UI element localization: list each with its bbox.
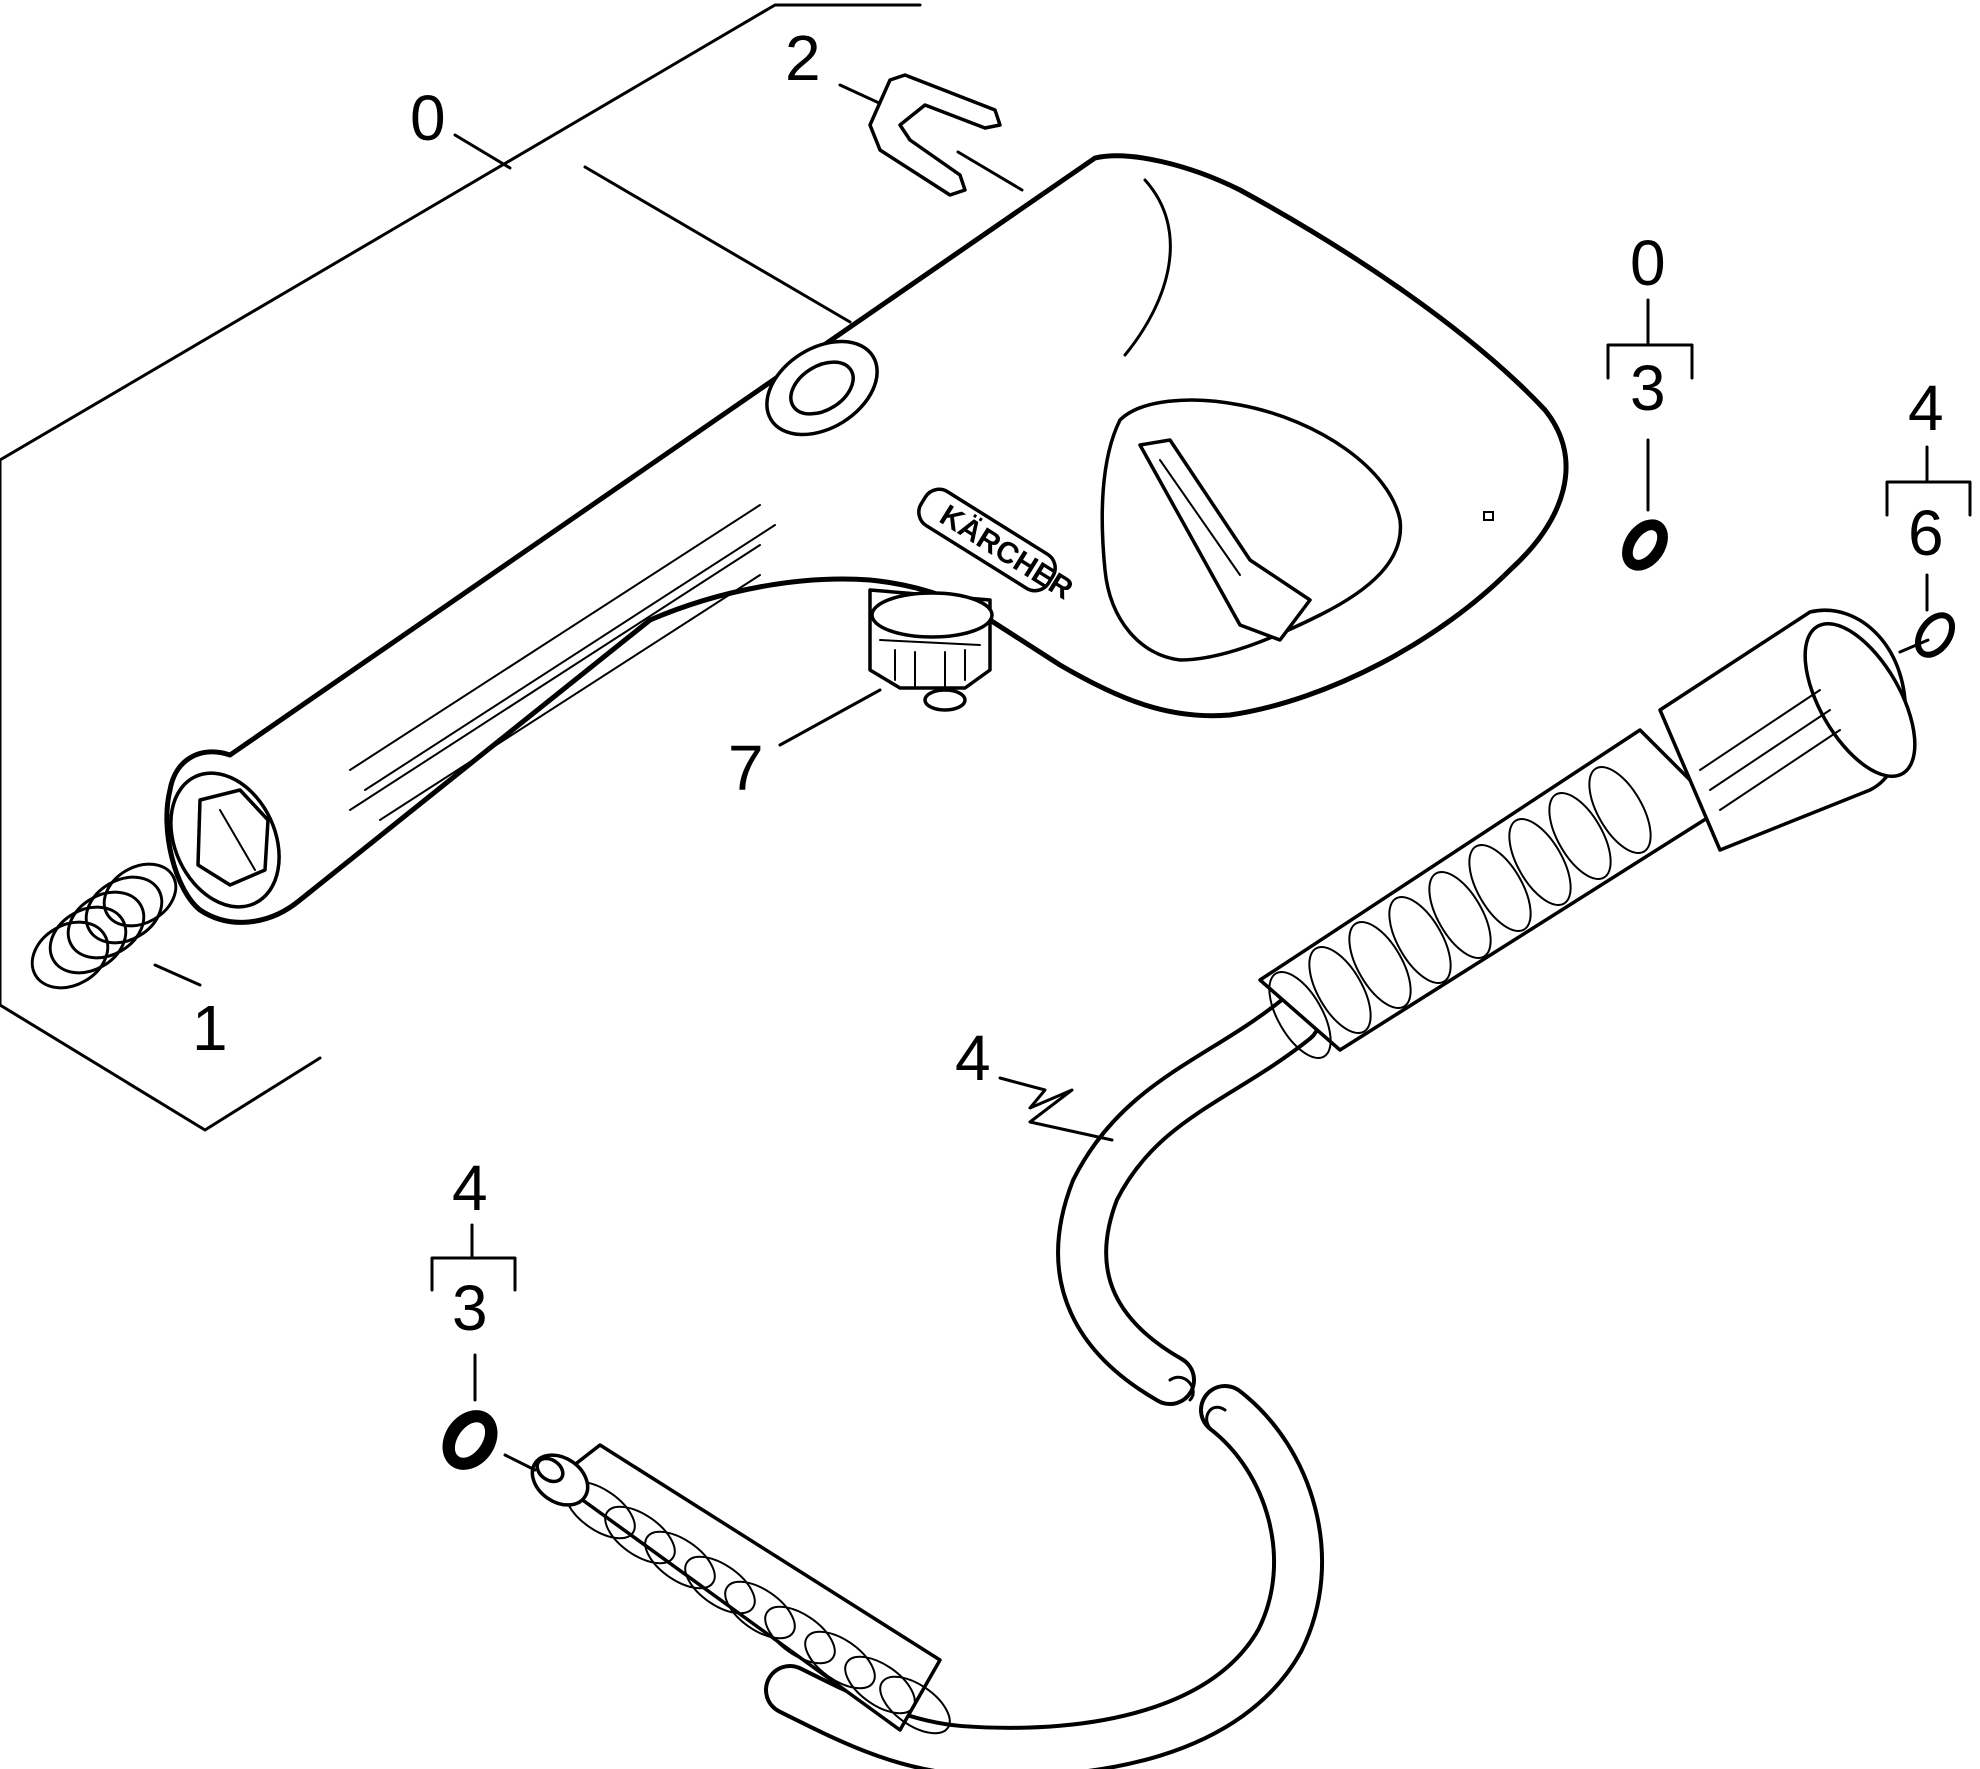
kit-top-parent-label: 0	[1630, 227, 1666, 299]
hose-upper-ribs	[1268, 766, 1652, 1059]
kit-top-child-label: 3	[1630, 352, 1666, 424]
high-pressure-hose: 4	[503, 608, 1917, 1769]
callout-label-connector: 7	[728, 732, 764, 804]
retaining-clip	[868, 73, 1002, 197]
spray-gun-handle: KÄRCHER	[164, 153, 1569, 925]
connector-fitting: 7	[728, 588, 994, 804]
callout-label-spring: 1	[192, 992, 228, 1064]
kit-right-child-label: 6	[1908, 497, 1944, 569]
spring: 1	[30, 862, 228, 1064]
callout-label-clip: 2	[785, 22, 821, 94]
kit-bottom-parent-label: 4	[452, 1152, 488, 1224]
callout-label-hose: 4	[955, 1022, 991, 1094]
assembly-group-frame	[0, 3, 922, 1132]
kit-bracket-bottom: 4 3	[430, 1152, 517, 1470]
callout-label-handle-gun: 0	[410, 82, 446, 154]
o-ring-right	[1914, 612, 1956, 658]
kit-bracket-top: 0 3	[1606, 227, 1694, 571]
kit-right-parent-label: 4	[1908, 372, 1944, 444]
kit-bottom-child-label: 3	[452, 1272, 488, 1344]
callout-handle-gun: 0	[410, 82, 852, 324]
kit-bracket-right: 4 6	[1885, 372, 1972, 658]
